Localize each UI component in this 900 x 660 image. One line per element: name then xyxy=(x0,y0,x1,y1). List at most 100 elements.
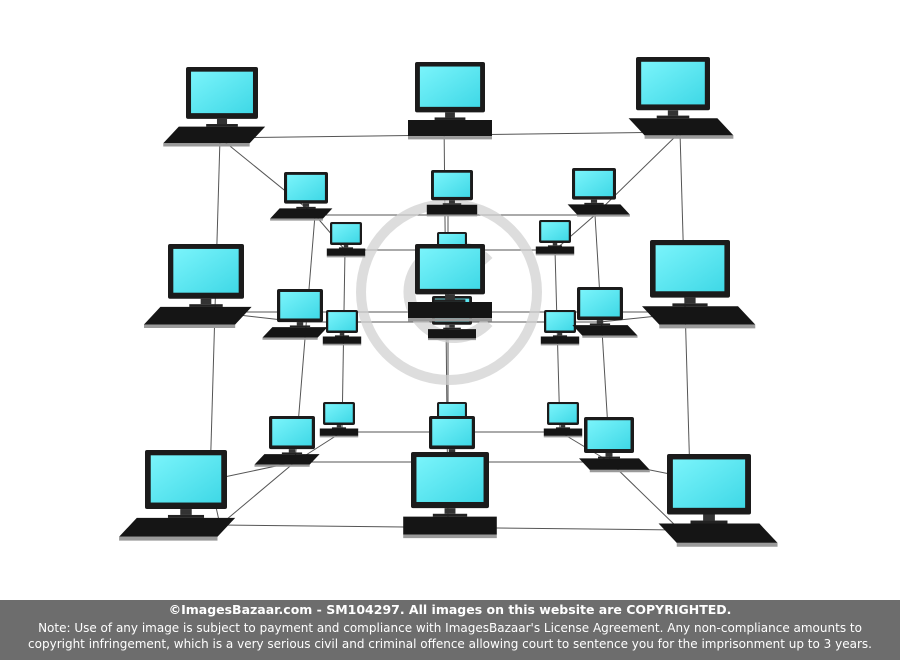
monitor-stand xyxy=(584,202,604,205)
base-plate-edge xyxy=(403,534,497,539)
monitor-stand xyxy=(589,323,611,326)
monitor-stand xyxy=(296,206,316,209)
computer xyxy=(403,452,497,539)
base-plate-edge xyxy=(326,255,366,258)
monitor-stand xyxy=(288,449,296,453)
monitor-stand xyxy=(289,325,311,328)
base-plate xyxy=(262,327,328,338)
computer xyxy=(628,57,734,139)
monitor-screen xyxy=(641,61,705,105)
monitor-stand xyxy=(443,327,461,330)
base-plate-edge xyxy=(262,337,318,340)
computer xyxy=(254,416,320,467)
base-plate-edge xyxy=(540,343,580,346)
base-plate xyxy=(408,119,492,137)
computer xyxy=(426,170,478,217)
monitor-screen xyxy=(655,245,725,292)
computer xyxy=(567,168,630,217)
monitor-stand xyxy=(596,320,604,324)
monitor-stand xyxy=(200,298,212,305)
network-scene xyxy=(119,57,778,547)
monitor-stand xyxy=(684,297,696,304)
computer xyxy=(579,417,650,473)
base-plate xyxy=(543,428,583,436)
base-plate xyxy=(572,325,638,336)
base-plate xyxy=(322,336,362,344)
base-plate xyxy=(319,428,359,436)
computers xyxy=(119,57,778,547)
base-plate xyxy=(540,336,580,344)
monitor-screen xyxy=(546,312,574,331)
monitor-stand xyxy=(590,199,598,203)
base-plate-edge xyxy=(644,135,734,139)
base-plate-edge xyxy=(254,464,310,467)
computer xyxy=(270,172,333,221)
monitor-stand xyxy=(667,110,679,116)
computer xyxy=(319,402,359,438)
base-plate-edge xyxy=(535,253,575,256)
monitor-stand xyxy=(331,427,347,429)
monitor-stand xyxy=(552,335,568,337)
monitor-screen xyxy=(272,418,312,446)
monitor-stand xyxy=(672,303,708,307)
computer xyxy=(642,240,756,329)
network-illustration xyxy=(119,57,778,547)
monitor-stand xyxy=(445,294,455,300)
monitor-stand xyxy=(598,456,620,459)
monitor-screen xyxy=(280,291,320,319)
copyright-footer: ©ImagesBazaar.com - SM104297. All images… xyxy=(0,600,900,660)
monitor-stand xyxy=(434,117,466,120)
license-note-line: copyright infringement, which is a very … xyxy=(28,637,872,651)
monitor-screen xyxy=(541,222,569,241)
monitor-screen xyxy=(575,170,613,197)
base-plate xyxy=(535,246,575,254)
computer xyxy=(572,287,638,338)
monitor-stand xyxy=(703,514,715,521)
license-note-line: Note: Use of any image is subject to pay… xyxy=(38,621,862,635)
base-plate-edge xyxy=(676,542,778,547)
base-plate-edge xyxy=(143,324,236,328)
network-cable xyxy=(609,461,681,531)
base-plate xyxy=(163,126,266,144)
monitor-screen xyxy=(432,418,472,446)
base-plate-edge xyxy=(322,343,362,346)
monitor-stand xyxy=(167,514,205,518)
base-plate-edge xyxy=(163,143,250,147)
base-plate xyxy=(254,454,320,465)
monitor-screen xyxy=(549,404,577,423)
monitor-stand xyxy=(281,452,303,455)
base-plate xyxy=(579,458,650,470)
computer xyxy=(119,450,236,541)
base-plate xyxy=(428,329,476,339)
monitor-screen xyxy=(325,404,353,423)
monitor-screen xyxy=(580,289,620,317)
monitor-stand xyxy=(560,425,566,428)
monitor-stand xyxy=(336,425,342,428)
base-plate xyxy=(270,208,333,219)
network-cable xyxy=(554,214,596,251)
monitor-stand xyxy=(605,453,613,457)
monitor-stand xyxy=(339,333,345,336)
base-plate xyxy=(658,523,778,543)
computer xyxy=(143,244,252,328)
monitor-stand xyxy=(448,449,456,453)
base-plate xyxy=(642,306,756,325)
computer xyxy=(535,220,575,256)
monitor-stand xyxy=(552,243,558,246)
base-plate xyxy=(326,248,366,256)
base-plate xyxy=(408,301,492,319)
network-cable xyxy=(219,461,296,526)
monitor-stand xyxy=(296,322,304,326)
monitor-stand xyxy=(444,508,456,514)
monitor-screen xyxy=(328,312,356,331)
network-cable xyxy=(594,131,681,216)
monitor-stand xyxy=(434,299,466,302)
monitor-screen xyxy=(191,71,253,114)
monitor-stand xyxy=(555,427,571,429)
monitor-screen xyxy=(433,172,471,197)
base-plate-edge xyxy=(119,536,218,541)
monitor-stand xyxy=(557,333,563,336)
monitor-stand xyxy=(206,124,238,127)
base-plate-edge xyxy=(408,136,492,140)
base-plate xyxy=(143,306,252,325)
